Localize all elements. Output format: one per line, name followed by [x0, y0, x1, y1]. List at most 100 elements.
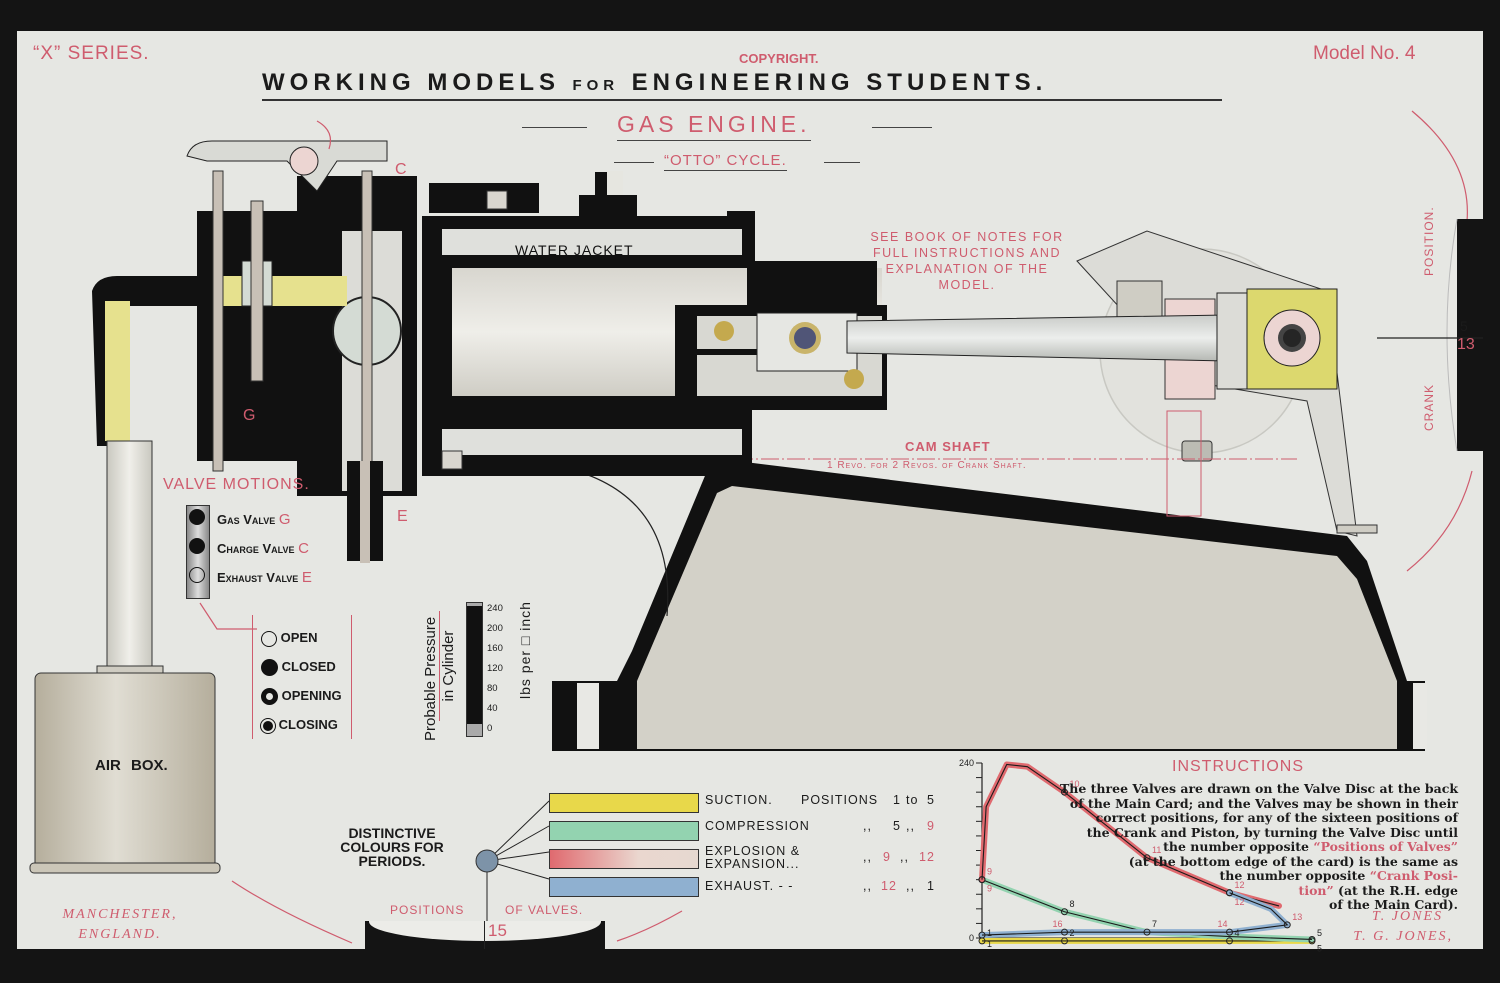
period-sep: to — [906, 793, 919, 807]
period-row: EXHAUST. - - ,, 12 ,, 1 — [705, 879, 945, 905]
series-point — [1283, 921, 1291, 929]
legend-open: OPEN — [261, 623, 342, 652]
legend-label: CLOSED — [281, 659, 336, 674]
series-point — [1143, 928, 1151, 936]
water-jacket-label: WATER JACKET — [515, 242, 634, 258]
gauge-tick: 80 — [487, 683, 498, 694]
gauge-unit: lbs per □ inch — [517, 601, 533, 699]
pressure-gauge-track[interactable] — [466, 602, 483, 737]
period-sep: ,, — [906, 879, 915, 893]
crank-position-label: POSITION. — [1422, 206, 1436, 276]
instructions-highlight: “Crank Posi- — [1369, 868, 1458, 883]
authors-label: T. JONES T. G. JONES, — [1353, 907, 1453, 947]
valve-letter: E — [301, 569, 312, 586]
pressure-gauge-fill — [467, 606, 482, 724]
instructions-line: the number opposite “Crank Posi- — [1038, 868, 1458, 884]
y-tick-label: 240 — [959, 758, 974, 768]
dot-in-circle-icon — [260, 717, 276, 734]
instructions-line: the Crank and Piston, by turning the Val… — [1086, 824, 1458, 840]
instructions-text: the number opposite — [1219, 868, 1370, 883]
rule — [824, 162, 860, 163]
point-label: 5 — [1317, 928, 1322, 938]
valve-position-number: 15 — [488, 921, 507, 940]
author-line: T. G. JONES, — [1353, 929, 1453, 944]
valve-pointer — [484, 921, 485, 949]
series-point — [978, 931, 986, 939]
series-point — [1061, 928, 1068, 936]
crank-disc-edge — [1446, 218, 1458, 452]
engine-frame — [552, 459, 1427, 751]
label-c: C — [395, 161, 407, 178]
cam-shaft-label: CAM SHAFT — [905, 439, 991, 454]
period-prefix: POSITIONS — [801, 793, 879, 807]
notes-block: SEE BOOK OF NOTES FOR FULL INSTRUCTIONS … — [847, 229, 1087, 293]
period-to: 1 — [927, 879, 935, 893]
legend-closing: CLOSING — [260, 710, 342, 739]
point-label: 7 — [1152, 919, 1157, 929]
series-point — [1061, 937, 1068, 945]
point-label: 2 — [1070, 928, 1075, 938]
legend-label: CLOSING — [278, 717, 338, 732]
pivot-knob-icon — [475, 849, 499, 873]
period-to: 9 — [927, 819, 935, 833]
valve-letter: G — [278, 511, 291, 528]
swatch-explosion — [549, 849, 699, 869]
point-label: 14 — [1218, 919, 1228, 929]
periods-title-line: DISTINCTIVE — [348, 825, 436, 841]
positions-label: POSITIONS — [390, 903, 465, 917]
instructions-body: The three Valves are drawn on the Valve … — [1038, 781, 1458, 913]
title-for: FOR — [572, 77, 620, 94]
pressure-gauge-title: Probable Pressure in Cylinder — [422, 591, 457, 741]
rule — [522, 127, 587, 128]
period-name: SUCTION. — [705, 793, 773, 807]
period-name: COMPRESSION — [705, 819, 810, 833]
period-to: 12 — [919, 850, 935, 864]
series-point — [1308, 935, 1316, 943]
gauge-tick: 160 — [487, 643, 503, 654]
valve-name: Gas Valve — [217, 512, 276, 527]
crank-top-number: 5 — [1460, 318, 1468, 334]
gauge-tick: 120 — [487, 663, 503, 674]
instructions-text: (at the R.H. edge — [1333, 882, 1458, 898]
author-line: T. JONES — [1372, 909, 1443, 924]
periods-title-line: COLOURS FOR — [340, 839, 444, 855]
period-prefix: ,, — [863, 879, 872, 893]
point-label: 8 — [1070, 899, 1075, 909]
open-circle-icon — [261, 630, 277, 647]
legend-label: OPENING — [281, 688, 342, 703]
place-line: MANCHESTER, — [62, 907, 178, 922]
copyright-label: COPYRIGHT. — [739, 51, 819, 66]
notes-line: SEE BOOK OF NOTES FOR — [870, 230, 1064, 244]
period-from: 5 — [893, 819, 901, 833]
period-to: 5 — [927, 793, 935, 807]
connecting-rod — [846, 288, 1338, 390]
valve-indicator-gas — [189, 509, 205, 525]
valve-letter: C — [298, 540, 309, 557]
point-label: 1 — [987, 928, 992, 938]
air-box-label: AIR BOX. — [95, 757, 168, 774]
point-label: 12 — [1235, 880, 1245, 890]
legend-label: OPEN — [280, 630, 318, 645]
period-from: 9 — [883, 850, 891, 864]
of-valves-label: OF VALVES. — [505, 903, 584, 917]
crank-bottom-number: 13 — [1457, 336, 1475, 353]
swatch-suction — [549, 793, 699, 813]
series-line-2 — [981, 763, 1280, 907]
valve-disc-notch: 15 — [365, 921, 605, 949]
period-sep: ,, — [900, 850, 909, 864]
instructions-line: of the Main Card). — [1329, 897, 1458, 912]
instructions-line: the number opposite “Positions of Valves… — [1038, 839, 1458, 855]
point-label: 12 — [1235, 897, 1245, 907]
valve-indicator-charge — [189, 538, 205, 554]
point-label: 11 — [1152, 845, 1161, 855]
swatch-exhaust — [549, 877, 699, 897]
valve-indicator-exhaust — [189, 567, 205, 583]
notes-line: FULL INSTRUCTIONS AND — [872, 246, 1061, 260]
period-row: COMPRESSION ,, 5 ,, 9 — [705, 819, 945, 845]
period-prefix: ,, — [863, 819, 872, 833]
series-point — [1226, 937, 1233, 945]
valve-disc[interactable] — [369, 921, 601, 941]
instructions-title: INSTRUCTIONS — [1172, 758, 1304, 775]
period-from: 12 — [881, 879, 897, 893]
